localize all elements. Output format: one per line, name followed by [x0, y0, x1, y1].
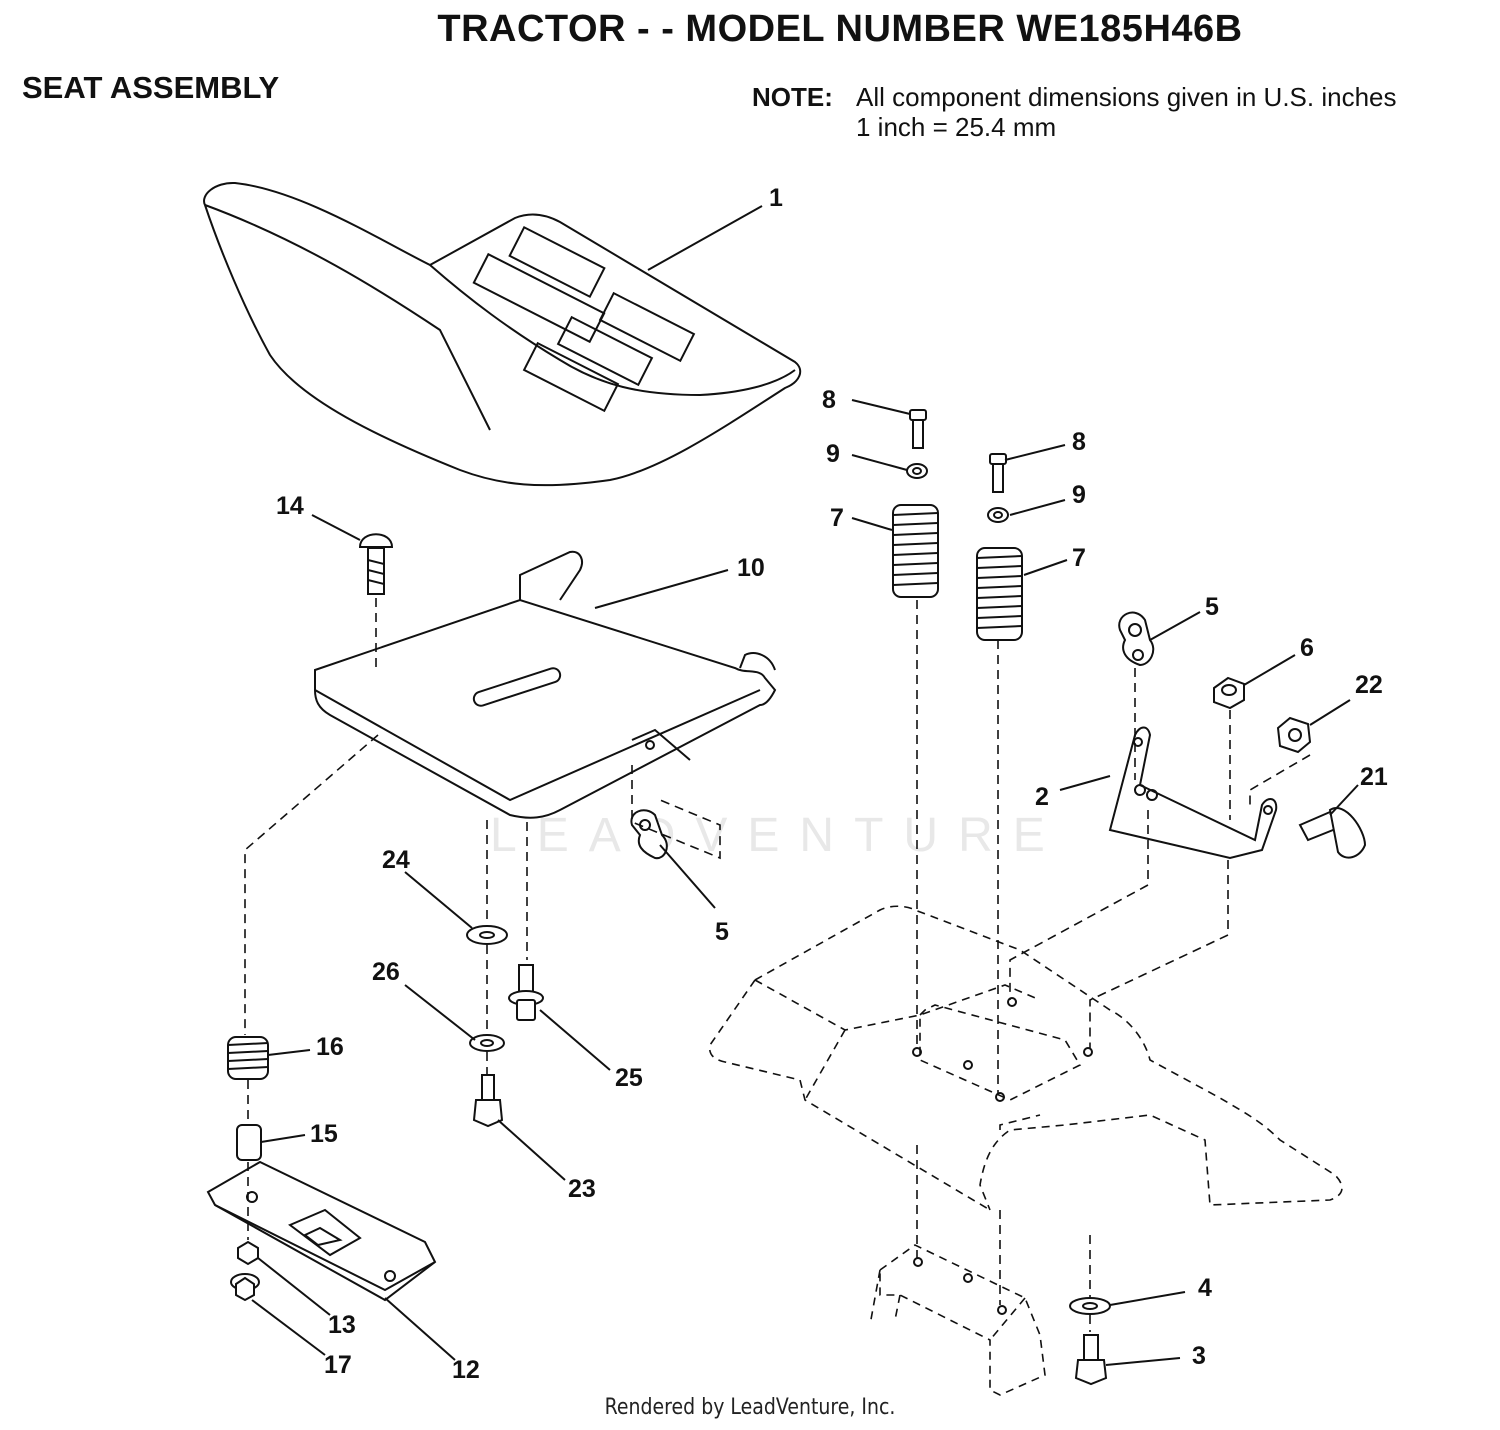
washer-right-part — [987, 507, 1009, 523]
callout-4: 4 — [1198, 1274, 1212, 1302]
washer-26-part — [469, 1034, 505, 1052]
callout-22: 22 — [1355, 671, 1383, 699]
bolt-left-part — [909, 409, 927, 449]
spring-right-part — [976, 547, 1023, 641]
washer-left-part — [906, 463, 928, 479]
callout-1: 1 — [769, 184, 783, 212]
callout-16: 16 — [316, 1033, 344, 1061]
spacer-part — [236, 1124, 262, 1161]
clip-upper-part — [1118, 611, 1155, 667]
callout-26: 26 — [372, 958, 400, 986]
callout-24: 24 — [382, 846, 410, 874]
flange-bolt-part — [508, 964, 544, 1021]
assembly-guide-lines — [244, 598, 1311, 1332]
carriage-bolt-part — [358, 533, 394, 595]
callout-8-left: 8 — [822, 386, 836, 414]
clip-lower-part — [630, 809, 668, 860]
callout-5-upper: 5 — [1205, 593, 1219, 621]
nut-17-part — [230, 1273, 260, 1302]
render-credit: Rendered by LeadVenture, Inc. — [604, 1395, 896, 1420]
note-label: NOTE: — [752, 82, 833, 112]
callout-13: 13 — [328, 1311, 356, 1339]
bolt-3-part — [1074, 1334, 1108, 1386]
seat-spring-part — [227, 1036, 269, 1080]
callout-2: 2 — [1035, 783, 1049, 811]
callout-9-right: 9 — [1072, 481, 1086, 509]
bolt-right-part — [989, 453, 1007, 493]
callout-9-left: 9 — [826, 440, 840, 468]
callout-17: 17 — [324, 1351, 352, 1379]
hinge-plate-part — [206, 1160, 437, 1302]
page-title: TRACTOR - - MODEL NUMBER WE185H46B — [437, 8, 1243, 50]
shoulder-bolt-part — [1298, 807, 1367, 859]
hex-bolt-part — [472, 1074, 504, 1128]
callout-7-left: 7 — [830, 504, 844, 532]
leader-lines — [251, 205, 1359, 1366]
section-title: SEAT ASSEMBLY — [22, 70, 280, 105]
washer-4-part — [1069, 1297, 1111, 1315]
callout-5-lower: 5 — [715, 918, 729, 946]
callout-15: 15 — [310, 1120, 338, 1148]
spring-left-part — [892, 504, 939, 598]
callout-labels: 1 10 14 8 9 7 8 9 7 5 6 22 2 21 5 24 26 … — [276, 184, 1388, 1384]
washer-24-part — [466, 925, 508, 945]
callout-6: 6 — [1300, 634, 1314, 662]
callout-14: 14 — [276, 492, 304, 520]
callout-21: 21 — [1360, 763, 1388, 791]
callout-10: 10 — [737, 554, 765, 582]
nut-part — [1213, 676, 1245, 710]
callout-7-right: 7 — [1072, 544, 1086, 572]
tractor-frame-phantom — [708, 905, 1343, 1396]
note-line-1: All component dimensions given in U.S. i… — [856, 82, 1397, 112]
note-text: All component dimensions given in U.S. i… — [856, 82, 1397, 142]
callout-3: 3 — [1192, 1342, 1206, 1370]
bracket-part — [1108, 726, 1278, 860]
seat-pan-part — [314, 550, 777, 819]
flange-nut-part — [1276, 716, 1312, 754]
callout-8-right: 8 — [1072, 428, 1086, 456]
note-line-2: 1 inch = 25.4 mm — [856, 112, 1057, 142]
callout-23: 23 — [568, 1175, 596, 1203]
seat-part — [203, 181, 802, 487]
callout-12: 12 — [452, 1356, 480, 1384]
callout-25: 25 — [615, 1064, 643, 1092]
watermark-text: LEADVENTURE — [490, 809, 1065, 862]
nut-13-part — [237, 1240, 259, 1266]
dimension-note: NOTE: All component dimensions given in U… — [752, 82, 1397, 142]
